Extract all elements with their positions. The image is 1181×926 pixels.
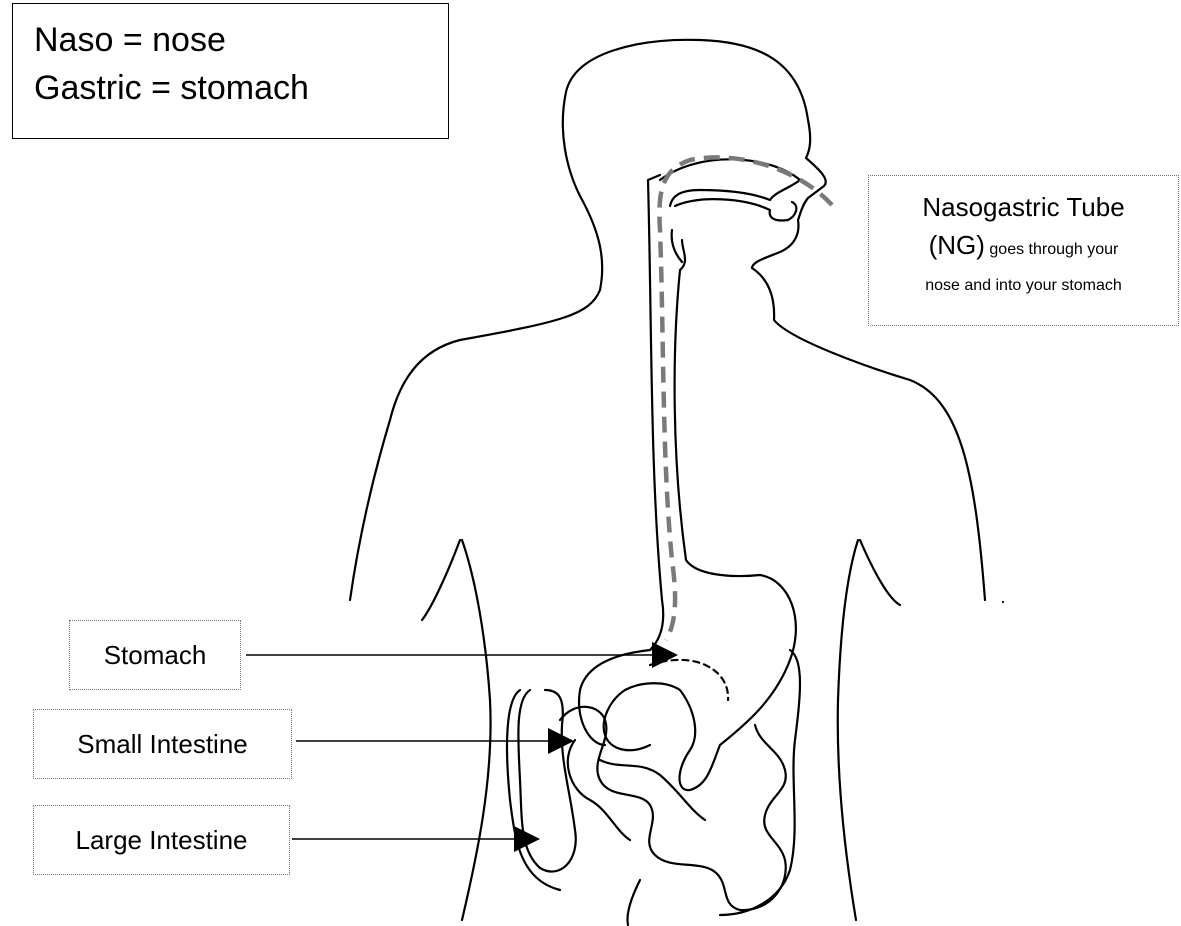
definition-gastric: Gastric = stomach	[34, 64, 448, 112]
esophagus	[648, 175, 760, 650]
nasal-cavity	[660, 159, 800, 262]
ng-tube-abbreviation: (NG)	[929, 230, 985, 260]
definition-box: Naso = nose Gastric = stomach	[12, 3, 449, 139]
small-intestine-outline	[560, 707, 786, 910]
definition-naso: Naso = nose	[34, 16, 448, 64]
large-intestine-outline	[507, 650, 800, 925]
ng-tube-callout: Nasogastric Tube (NG) goes through your …	[868, 175, 1179, 326]
ng-tube	[659, 157, 832, 640]
ng-tube-description-2: nose and into your stomach	[869, 269, 1178, 303]
small-intestine-label: Small Intestine	[33, 709, 292, 779]
stomach-outline	[579, 575, 796, 790]
ng-tube-title: Nasogastric Tube	[869, 188, 1178, 226]
stomach-arrowhead	[652, 642, 678, 668]
ng-tube-description-1: goes through your	[989, 241, 1118, 258]
stomach-label: Stomach	[69, 620, 241, 690]
large-intestine-label: Large Intestine	[33, 805, 290, 875]
